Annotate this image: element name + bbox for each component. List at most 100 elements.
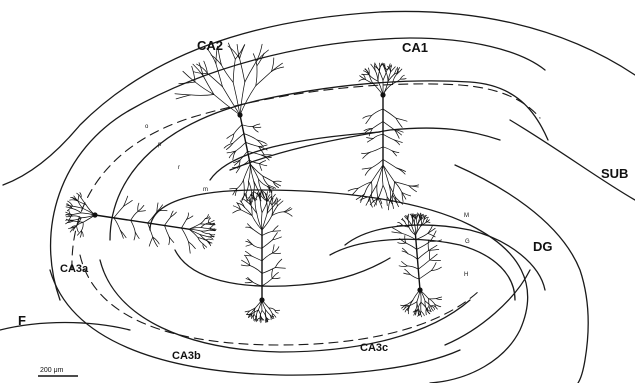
dendrite-segment	[209, 220, 215, 223]
dendrite-segment	[372, 165, 384, 182]
label-ca3c: CA3c	[360, 342, 388, 354]
dendrite-segment	[408, 308, 409, 314]
dendrite-segment	[191, 95, 214, 96]
apical-trunk	[95, 215, 189, 229]
dendrite-segment	[81, 222, 83, 231]
dendrite-segment	[272, 67, 284, 71]
neuron-ca3b	[233, 191, 292, 323]
dendrite-segment	[262, 253, 272, 261]
dendrite-segment	[273, 181, 281, 182]
label-dg: DG	[533, 239, 553, 254]
dendrite-segment	[256, 71, 272, 85]
ca3-inner-curve	[100, 260, 470, 352]
dendrite-segment	[383, 159, 396, 168]
dendrite-segment	[257, 50, 269, 61]
dendrite-segment	[269, 308, 273, 314]
dendrite-segment	[418, 250, 429, 259]
dendrite-segment	[398, 222, 403, 225]
dendrite-segment	[275, 268, 285, 269]
scale-bar-label: 200 μm	[40, 367, 64, 374]
dendrite-segment	[233, 134, 244, 144]
dendrite-segment	[406, 243, 417, 249]
dendrite-segment	[262, 216, 272, 230]
dendrite-segment	[418, 260, 430, 269]
label-ca3b: CA3b	[172, 350, 201, 362]
apical-trunk	[416, 235, 421, 290]
dendrite-segment	[236, 142, 246, 151]
dendrite-segment	[138, 203, 139, 211]
mark-H: H	[464, 272, 468, 278]
dendrite-segment	[253, 127, 261, 128]
dendrite-segment	[131, 211, 138, 220]
dendrite-segment	[262, 202, 267, 213]
dendrite-segment	[259, 145, 268, 147]
dendrite-segment	[131, 220, 136, 232]
dendrite-segment	[383, 165, 389, 184]
dendrite-segment	[260, 164, 267, 166]
mark-r: r	[178, 165, 180, 171]
ca1-stratum-radiatum-line	[230, 128, 500, 170]
dendrite-segment	[253, 229, 262, 235]
dendrite-segment	[262, 231, 273, 235]
dendrite-segment	[77, 226, 79, 232]
region-labels: CA2 CA1 SUB DG CA3a CA3b CA3c F	[18, 38, 628, 362]
mark-m: m	[203, 187, 208, 193]
dendrite-segment	[378, 71, 380, 82]
dendrite-segment	[246, 142, 259, 146]
dg-granule-upper	[345, 225, 545, 290]
dendrite-segment	[371, 147, 384, 152]
dendrite-segment	[241, 210, 252, 216]
dendrite-segment	[379, 71, 383, 81]
stratum-lucidum-dashed	[72, 84, 540, 270]
dendrite-segment	[386, 71, 389, 81]
dendrite-segment	[70, 200, 77, 201]
dendrite-segment	[431, 263, 436, 271]
dendrite-segment	[189, 242, 191, 253]
dendrite-segment	[436, 297, 441, 299]
dendrite-segment	[199, 63, 203, 76]
dendrite-segment	[414, 218, 415, 224]
dendrite-segment	[430, 260, 441, 261]
soma	[380, 92, 385, 97]
dendrite-segment	[382, 165, 383, 185]
dendrite-segment	[234, 125, 242, 134]
dendrite-segment	[201, 223, 209, 228]
dendrite-segment	[416, 233, 428, 239]
dendrite-segment	[362, 74, 370, 75]
dendrite-segment	[254, 315, 256, 319]
dendrite-segment	[416, 226, 421, 235]
dendrite-segment	[114, 218, 121, 231]
ca1-inner-boundary	[110, 81, 548, 240]
dendrite-segment	[237, 180, 244, 189]
dendrite-segment	[262, 240, 273, 248]
dendrite-segment	[262, 213, 267, 230]
dendrite-segment	[401, 305, 407, 306]
dendrite-segment	[228, 43, 235, 59]
soma	[417, 287, 422, 292]
outer-alveus-boundary	[3, 11, 635, 185]
dendrite-segment	[406, 300, 413, 305]
dendrite-segment	[206, 239, 212, 240]
dendrite-segment	[273, 231, 281, 232]
dendrite-segment	[365, 182, 372, 194]
subiculum-outer	[510, 120, 635, 200]
dendrite-segment	[428, 228, 435, 233]
soma	[92, 212, 97, 217]
dendrite-segment	[165, 226, 170, 237]
dendrite-segment	[201, 230, 209, 231]
dendrite-segment	[273, 226, 278, 232]
dendrite-segment	[176, 95, 191, 99]
dendrite-segment	[249, 181, 252, 194]
dendrite-segment	[268, 200, 272, 205]
dendrite-segment	[262, 279, 272, 287]
dendrite-segment	[383, 185, 387, 197]
dendrite-segment	[248, 224, 253, 230]
dendrite-segment	[429, 306, 431, 310]
dendrite-segment	[266, 310, 271, 315]
dendrite-segment	[383, 147, 392, 151]
dendrite-segment	[253, 124, 260, 127]
dendrite-segment	[245, 207, 253, 215]
dendrite-segment	[399, 266, 407, 267]
dendrite-segment	[257, 140, 266, 144]
